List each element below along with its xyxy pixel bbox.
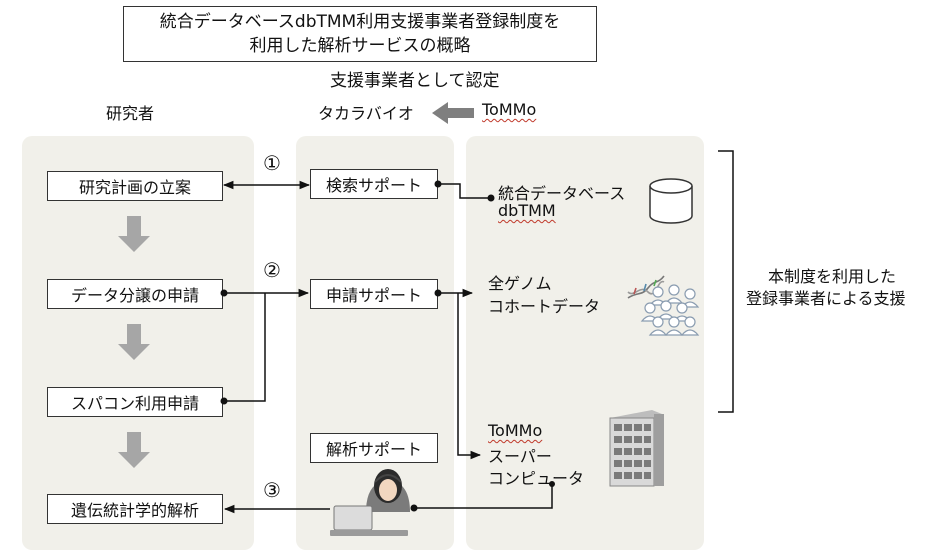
search-support-label: 検索サポート (325, 176, 422, 195)
origin-header: ToMMo (482, 100, 537, 119)
researcher-header: 研究者 (106, 104, 155, 123)
left-arrow-icon (432, 102, 474, 124)
super-label-line3: コンピュータ (488, 469, 585, 488)
step-research-planning-label: 研究計画の立案 (78, 178, 191, 197)
super-label-line1: ToMMo (488, 421, 543, 440)
cohort-label-line1: 全ゲノム (488, 274, 552, 293)
step-research-planning: 研究計画の立案 (47, 171, 223, 201)
diagram-title: 統合データベースdbTMM利用支援事業者登録制度を 利用した解析サービスの概略 (123, 6, 597, 62)
certified-label: 支援事業者として認定 (330, 71, 500, 91)
operator-laptop-icon (330, 469, 410, 536)
bracket-label-line2: 登録事業者による支援 (746, 289, 906, 308)
database-label-line1: 統合データベース (498, 184, 626, 203)
down-arrow-icon (118, 216, 150, 468)
application-support-label: 申請サポート (325, 286, 422, 305)
people-group-icon (640, 284, 700, 336)
step-number-2: ② (263, 258, 281, 282)
title-line1: 統合データベースdbTMM利用支援事業者登録制度を (159, 12, 561, 32)
bracket-line (718, 150, 734, 413)
step-data-application: データ分譲の申請 (47, 279, 223, 309)
provider-header: タカラバイオ (318, 104, 414, 123)
analysis-support-box: 解析サポート (310, 433, 438, 463)
super-label-line2: スーパー (488, 447, 552, 466)
cohort-label-line2: コホートデータ (488, 297, 601, 316)
database-cylinder-icon (649, 178, 693, 224)
step-data-application-label: データ分譲の申請 (70, 286, 199, 305)
step-number-1: ① (263, 151, 281, 175)
application-support-box: 申請サポート (310, 279, 438, 309)
server-rack-icon (609, 410, 664, 487)
dna-icon (627, 275, 665, 299)
step-supercomputer-application-label: スパコン利用申請 (70, 394, 199, 413)
analysis-support-label: 解析サポート (325, 440, 422, 459)
database-label-line2: dbTMM (498, 201, 556, 220)
step-genetic-analysis-label: 遺伝統計学的解析 (70, 501, 199, 520)
title-line2: 利用した解析サービスの概略 (249, 36, 471, 56)
bracket-label-line1: 本制度を利用した (768, 267, 897, 286)
step-genetic-analysis: 遺伝統計学的解析 (47, 494, 223, 524)
search-support-box: 検索サポート (310, 169, 438, 199)
step-number-3: ③ (263, 478, 281, 502)
